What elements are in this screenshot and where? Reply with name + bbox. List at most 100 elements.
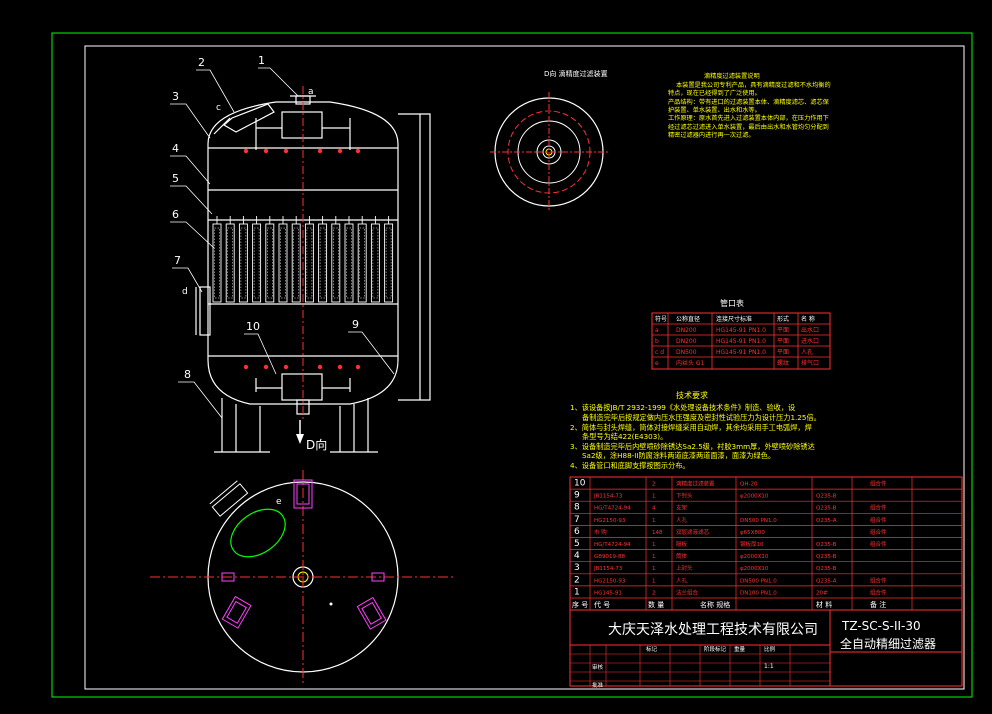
filter-cartridge xyxy=(384,216,394,303)
filter-cartridge-array xyxy=(212,216,394,303)
parts-list-cell: 2 xyxy=(574,575,580,585)
view-d-label: D向 xyxy=(306,437,327,452)
callout-2: 2 xyxy=(198,56,205,69)
filter-cartridge xyxy=(357,216,367,303)
tech-req-line-3: 2、简体与封头焊缝，简体对接焊缝采用自动焊，其余均采用手工电弧焊，焊 xyxy=(570,423,812,432)
parts-list-cell: HG2150-93 xyxy=(594,578,626,584)
company-name: 大庆天泽水处理工程技术有限公司 xyxy=(608,622,818,638)
parts-list-cell: φ2000X10 xyxy=(740,566,769,572)
callout-7: 7 xyxy=(174,254,181,267)
nozzle-table-cell: c d xyxy=(655,349,664,356)
parts-list-cell: Q235-B xyxy=(816,506,837,512)
view-d-arrowhead xyxy=(296,434,304,444)
filter-cartridge xyxy=(225,216,235,303)
parts-list-cell: 5 xyxy=(574,539,580,549)
parts-list-cell: GB9019-88 xyxy=(594,554,626,560)
nozzle-label-c: c xyxy=(216,103,221,113)
tech-req-line-2: 备制造完毕后按规定做内压水压强度及密封性试验压力为设计压力1.25倍。 xyxy=(582,413,821,422)
parts-list-cell: 1 xyxy=(652,542,656,548)
drawing-scale: 1:1 xyxy=(764,663,774,670)
parts-list-cell: 20# xyxy=(816,590,828,596)
nozzle-table-cell: DN200 xyxy=(676,338,697,345)
parts-list-cell: 4 xyxy=(574,551,580,561)
nozzle-table-header: 形式 xyxy=(777,315,789,323)
description-line-6: 经过滤芯过滤进入单水装置，最后由出水和水管均匀分配到 xyxy=(668,123,829,131)
parts-list-cell: HG/T4724-94 xyxy=(594,542,631,548)
callout-6: 6 xyxy=(172,208,179,221)
parts-list-cell: Q235-B xyxy=(816,542,837,548)
parts-list-cell: 9 xyxy=(574,491,580,501)
nozzle-table-cell: HG145-91 PN1.0 xyxy=(716,327,766,334)
parts-list-cell: Q235-B xyxy=(816,554,837,560)
nozzle-table-header: 名 称 xyxy=(801,315,815,323)
callout-5: 5 xyxy=(172,172,179,185)
title-block: 大庆天泽水处理工程技术有限公司 TZ-SC-S-II-30 全自动精细过滤器 1… xyxy=(569,609,963,689)
nozzle-table-cell: HG145-91 PN1.0 xyxy=(716,338,766,345)
parts-list-cell: 人孔 xyxy=(676,576,688,584)
filter-cartridge xyxy=(344,216,354,303)
callout-1: 1 xyxy=(258,54,265,67)
parts-list-cell: HG2150-93 xyxy=(594,518,626,524)
nozzle-table-cell: b xyxy=(655,338,659,345)
callout-8: 8 xyxy=(184,368,191,381)
callout-4: 4 xyxy=(172,142,179,155)
parts-list-cell: 1 xyxy=(652,554,656,560)
title-block-label-stage: 阶段标记 xyxy=(704,645,727,653)
parts-list-cell: 上封头 xyxy=(676,564,693,572)
nozzle-table-cell: 平面 xyxy=(777,349,789,356)
parts-list-cell: 组合件 xyxy=(870,528,887,536)
tech-req-title: 技术要求 xyxy=(676,390,708,400)
description-block: 滴精度过滤装置说明 本装置是我公司专利产品，具有滴精度过滤和不水均衡的 特点，现… xyxy=(668,72,831,139)
nozzle-table-cell: 内丝头 G1 xyxy=(676,359,705,367)
nozzle-table-cell: e xyxy=(655,360,659,367)
nozzle-table-cell: 人孔 xyxy=(801,348,813,356)
parts-list-cell: 组合件 xyxy=(870,480,887,488)
filter-cartridge xyxy=(238,216,248,303)
parts-list-cell: 钢板厚10 xyxy=(740,540,764,548)
nozzle-table-cell: DN500 xyxy=(676,349,697,356)
parts-list-cell: HG/T4724-94 xyxy=(594,506,631,512)
parts-list-cell: 组合件 xyxy=(870,540,887,548)
parts-list-cell: Q235-B xyxy=(816,494,837,500)
parts-list-header: 序 号 xyxy=(572,600,588,609)
parts-list-cell: φ2000X10 xyxy=(740,554,769,560)
parts-list-cell: 筒体 xyxy=(676,552,688,560)
filter-cartridge xyxy=(370,216,380,303)
nozzle-table-cell: 螺纹 xyxy=(777,359,789,367)
description-line-1: 本装置是我公司专利产品，具有滴精度过滤和不水均衡的 xyxy=(676,81,831,89)
parts-list-cell: 双层滤液滤芯 xyxy=(676,528,710,536)
parts-list-cell: Q235-B xyxy=(816,566,837,572)
parts-list-cell: 6 xyxy=(574,527,580,537)
view-d-section xyxy=(490,92,608,212)
parts-list-header: 材 料 xyxy=(816,600,832,609)
filter-cartridge xyxy=(212,216,222,303)
parts-list-cell: 市 购 xyxy=(594,528,607,536)
parts-list-cell: DN500 PN1.0 xyxy=(740,578,777,584)
parts-list-cell: 1 xyxy=(652,518,656,524)
nozzle-label-a: a xyxy=(308,87,314,97)
parts-list-cell: 3 xyxy=(574,563,580,573)
filter-cartridge xyxy=(304,216,314,303)
parts-list-cell: 滴精度过滤装置 xyxy=(676,480,715,488)
outer-frame xyxy=(51,32,973,698)
parts-list-cell: 8 xyxy=(574,503,580,513)
parts-list-header: 备 注 xyxy=(870,600,886,609)
description-line-5: 工作原理：原水首先进入过滤装置本体内部，在压力作用下 xyxy=(668,114,829,122)
parts-list-cell: 1 xyxy=(574,587,580,597)
parts-list-header: 名称 规格 xyxy=(700,600,730,609)
nozzle-label-e: e xyxy=(276,497,282,507)
parts-list-cell: 1 xyxy=(652,494,656,500)
part-callouts: 1 2 3 4 5 6 7 8 10 9 a c d e xyxy=(172,54,359,507)
parts-list-cell: HG145-91 xyxy=(594,590,622,596)
parts-list-cell: 148 xyxy=(652,530,663,536)
parts-list-cell: 支架 xyxy=(676,504,688,512)
tech-req-line-7: 4、设备管口和底脚支撑按图示分布。 xyxy=(570,461,690,470)
tech-req-line-1: 1、该设备按JB/T 2932-1999《水处理设备技术条件》制造、验收，设 xyxy=(570,403,795,412)
filter-cartridge xyxy=(278,216,288,303)
inner-frame xyxy=(84,45,965,690)
parts-list-cell: JB1154-73 xyxy=(593,566,623,572)
nozzle-table-cell: HG145-91 PN1.0 xyxy=(716,349,766,356)
parts-list-cell: φ2000X10 xyxy=(740,494,769,500)
